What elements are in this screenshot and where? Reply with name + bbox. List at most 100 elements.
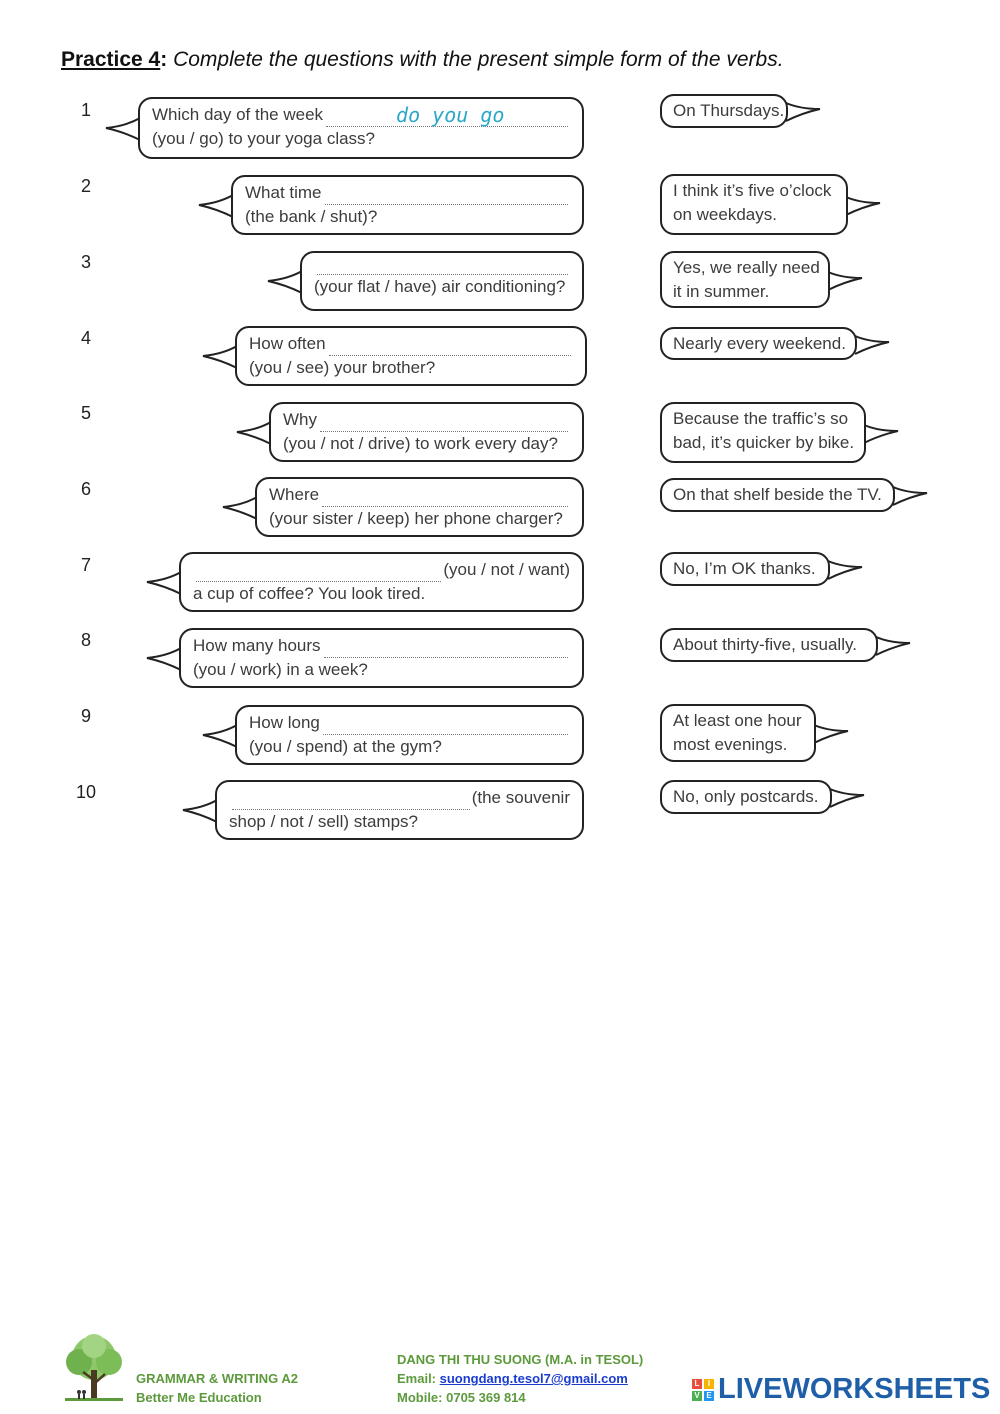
reply-line-1: On Thursdays. — [673, 101, 785, 120]
question-prompt: Why — [283, 410, 317, 429]
question-bubble-tail — [236, 421, 272, 445]
reply-bubble-tail — [863, 423, 899, 444]
answer-blank[interactable] — [324, 187, 568, 205]
question-line-2: a cup of coffee? You look tired. — [193, 584, 426, 603]
reply-bubble-tail — [827, 270, 863, 291]
question-prompt: How long — [249, 713, 320, 732]
practice-title: Practice 4 — [61, 48, 161, 71]
question-bubble: (your flat / have) air conditioning? — [300, 251, 584, 311]
question-number: 7 — [80, 555, 91, 575]
reply-line-2: most evenings. — [673, 735, 788, 754]
question-bubble: (the souvenir shop / not / sell) stamps? — [215, 780, 584, 840]
question-number: 3 — [80, 252, 91, 272]
reply-bubble-tail — [845, 195, 881, 216]
reply-line-2: bad, it’s quicker by bike. — [673, 433, 855, 452]
answer-blank[interactable] — [196, 564, 442, 582]
answer-blank[interactable] — [328, 338, 571, 356]
question-line-1: What time — [245, 181, 570, 205]
email-line: Email: suongdang.tesol7@gmail.com — [397, 1369, 643, 1388]
answer-blank[interactable] — [322, 717, 568, 735]
question-prompt: How often — [249, 334, 326, 353]
course-name: GRAMMAR & WRITING A2 — [136, 1371, 299, 1386]
question-line-1: How many hours — [193, 634, 570, 658]
question-number: 4 — [80, 328, 91, 348]
question-number: 5 — [80, 403, 91, 423]
reply-line-2: on weekdays. — [673, 205, 777, 224]
question-bubble-tail — [198, 194, 234, 218]
question-line-2: (your flat / have) air conditioning? — [314, 277, 566, 296]
reply-bubble-tail — [827, 560, 863, 580]
liveworksheets-wordmark: LIVEWORKSHEETS — [718, 1373, 991, 1405]
question-line-1: How long — [249, 711, 570, 735]
reply-bubble: Because the traffic’s so bad, it’s quicke… — [660, 402, 866, 463]
question-verb-hint: (you / not / want) — [443, 560, 570, 579]
email-label: Email: — [397, 1371, 440, 1386]
question-prompt: Where — [269, 485, 320, 504]
question-verb-hint: (the souvenir — [471, 788, 570, 807]
question-bubble: Why(you / not / drive) to work every day… — [269, 402, 584, 462]
reply-bubble: About thirty-five, usually. — [660, 628, 878, 662]
reply-line-1: No, I’m OK thanks. — [673, 559, 816, 578]
reply-line-1: Yes, we really need — [673, 258, 820, 277]
question-line-1: How often — [249, 332, 573, 356]
question-bubble: What time (the bank / shut)? — [231, 175, 584, 235]
reply-bubble: On that shelf beside the TV. — [660, 478, 895, 512]
question-line-1: (you / not / want) — [193, 558, 570, 582]
question-line-2: (you / work) in a week? — [193, 660, 368, 679]
question-bubble-tail — [202, 724, 238, 748]
question-line-2: (you / go) to your yoga class? — [152, 129, 376, 148]
organization-name: Better Me Education — [136, 1390, 262, 1405]
reply-bubble: On Thursdays. — [660, 94, 788, 128]
reply-bubble-tail — [892, 486, 928, 506]
logo-letter-tile: E — [704, 1390, 714, 1401]
tree-logo — [65, 1334, 123, 1401]
question-prompt: What time — [245, 183, 322, 202]
question-number: 6 — [80, 479, 91, 499]
reply-line-1: Because the traffic’s so — [673, 409, 849, 428]
reply-bubble: No, only postcards. — [660, 780, 832, 814]
exercise-header: Practice 4: Complete the questions with … — [61, 48, 784, 72]
email-link[interactable]: suongdang.tesol7@gmail.com — [439, 1371, 628, 1386]
reply-bubble-tail — [785, 102, 821, 122]
reply-bubble-tail — [875, 636, 911, 656]
question-line-2: shop / not / sell) stamps? — [229, 812, 418, 831]
logo-letter-tile: L — [692, 1378, 702, 1389]
answer-blank[interactable]: do you go — [326, 103, 568, 127]
logo-letter-tile: V — [692, 1390, 702, 1401]
question-line-2: (the bank / shut)? — [245, 207, 378, 226]
question-bubble-tail — [146, 571, 182, 595]
question-number: 8 — [80, 630, 91, 650]
question-number: 2 — [80, 176, 91, 196]
answer-blank[interactable] — [322, 489, 568, 507]
question-number: 1 — [80, 100, 91, 120]
question-prompt: How many hours — [193, 636, 321, 655]
answer-blank[interactable] — [320, 414, 568, 432]
reply-bubble-tail — [829, 788, 865, 808]
question-bubble: How often (you / see) your brother? — [235, 326, 587, 386]
author-info: DANG THI THU SUONG (M.A. in TESOL) Email… — [397, 1350, 643, 1407]
question-line-1: Why — [283, 408, 570, 432]
question-line-2: (you / see) your brother? — [249, 358, 436, 377]
reply-line-1: On that shelf beside the TV. — [673, 485, 882, 504]
question-bubble: Where (your sister / keep) her phone char… — [255, 477, 584, 537]
question-bubble: (you / not / want) a cup of coffee? You l… — [179, 552, 584, 612]
answer-text: do you go — [396, 103, 505, 127]
reply-line-1: About thirty-five, usually. — [673, 635, 857, 654]
reply-line-1: No, only postcards. — [673, 787, 819, 806]
answer-blank[interactable] — [232, 792, 470, 810]
question-line-1: (the souvenir — [229, 786, 570, 810]
question-line-2: (your sister / keep) her phone charger? — [269, 509, 563, 528]
answer-blank[interactable] — [323, 640, 568, 658]
question-bubble-tail — [267, 270, 303, 294]
course-info: GRAMMAR & WRITING A2 Better Me Education — [136, 1369, 298, 1407]
answer-blank[interactable] — [317, 257, 568, 275]
logo-letter-tile: I — [704, 1378, 714, 1389]
question-bubble-tail — [222, 496, 258, 520]
question-number: 10 — [75, 782, 97, 802]
